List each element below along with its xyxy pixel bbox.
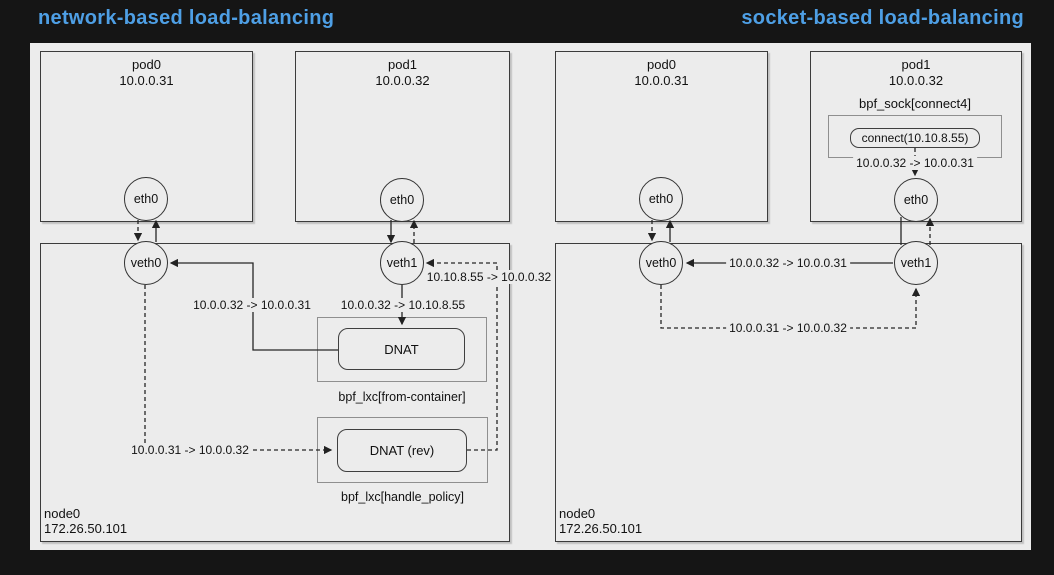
diagram-title-network-lb: network-based load-balancing: [38, 7, 335, 29]
flow-label-pod0-reply: 10.0.0.31 -> 10.0.0.32: [128, 443, 252, 457]
flow-label-rev-dnat-to-pod1: 10.10.8.55 -> 10.0.0.32: [423, 270, 555, 284]
eth0-circle-right-pod0: eth0: [639, 177, 683, 221]
bpf-sock-connect4-label: bpf_sock[connect4]: [858, 96, 972, 111]
node-box-right: [555, 243, 1022, 542]
flow-label-dnat-to-pod0: 10.0.0.32 -> 10.0.0.31: [190, 298, 314, 312]
pod-box-left-pod0: [40, 51, 253, 222]
pod-ip: 10.0.0.31: [634, 73, 689, 88]
diagram-title-socket-lb: socket-based load-balancing: [741, 7, 1024, 29]
node-ip: 172.26.50.101: [44, 521, 128, 536]
eth0-circle-left-pod0: eth0: [124, 177, 168, 221]
dnat-box: DNAT: [338, 328, 465, 370]
flow-label-pod1-to-service: 10.0.0.32 -> 10.10.8.55: [337, 298, 469, 312]
flow-label-right-request: 10.0.0.32 -> 10.0.0.31: [726, 256, 850, 270]
flow-label-right-reply: 10.0.0.31 -> 10.0.0.32: [726, 321, 850, 335]
pod-name: pod0: [647, 57, 676, 72]
eth0-circle-right-pod1: eth0: [894, 178, 938, 222]
node-label-right: node0 172.26.50.101: [559, 506, 642, 536]
bpf-lxc-handle-policy-label: bpf_lxc[handle_policy]: [341, 490, 464, 504]
pod-name: pod0: [132, 57, 161, 72]
pod-box-right-pod0: [555, 51, 768, 222]
pod-ip: 10.0.0.31: [119, 73, 174, 88]
pod-ip: 10.0.0.32: [888, 73, 944, 88]
pod-ip: 10.0.0.32: [375, 73, 430, 88]
pod-label-left-pod0: pod0 10.0.0.31: [40, 57, 253, 89]
node-label-left: node0 172.26.50.101: [44, 506, 127, 536]
node-name: node0: [559, 506, 596, 521]
eth0-circle-left-pod1: eth0: [380, 178, 424, 222]
pod-name: pod1: [901, 57, 931, 72]
node-box-left: [40, 243, 510, 542]
veth0-circle-left: veth0: [124, 241, 168, 285]
flow-label-connect-translated: 10.0.0.32 -> 10.0.0.31: [853, 156, 977, 170]
dnat-rev-box: DNAT (rev): [337, 429, 467, 472]
pod-label-right-pod0: pod0 10.0.0.31: [555, 57, 768, 89]
connect-syscall-box: connect(10.10.8.55): [850, 128, 980, 148]
pod-label-left-pod1: pod1 10.0.0.32: [295, 57, 510, 89]
veth0-circle-right: veth0: [639, 241, 683, 285]
veth1-circle-left: veth1: [380, 241, 424, 285]
node-name: node0: [44, 506, 81, 521]
pod-name: pod1: [388, 57, 417, 72]
node-ip: 172.26.50.101: [559, 521, 643, 536]
bpf-lxc-from-container-label: bpf_lxc[from-container]: [338, 390, 466, 404]
veth1-circle-right: veth1: [894, 241, 938, 285]
pod-label-right-pod1: pod1 10.0.0.32: [810, 57, 1022, 89]
